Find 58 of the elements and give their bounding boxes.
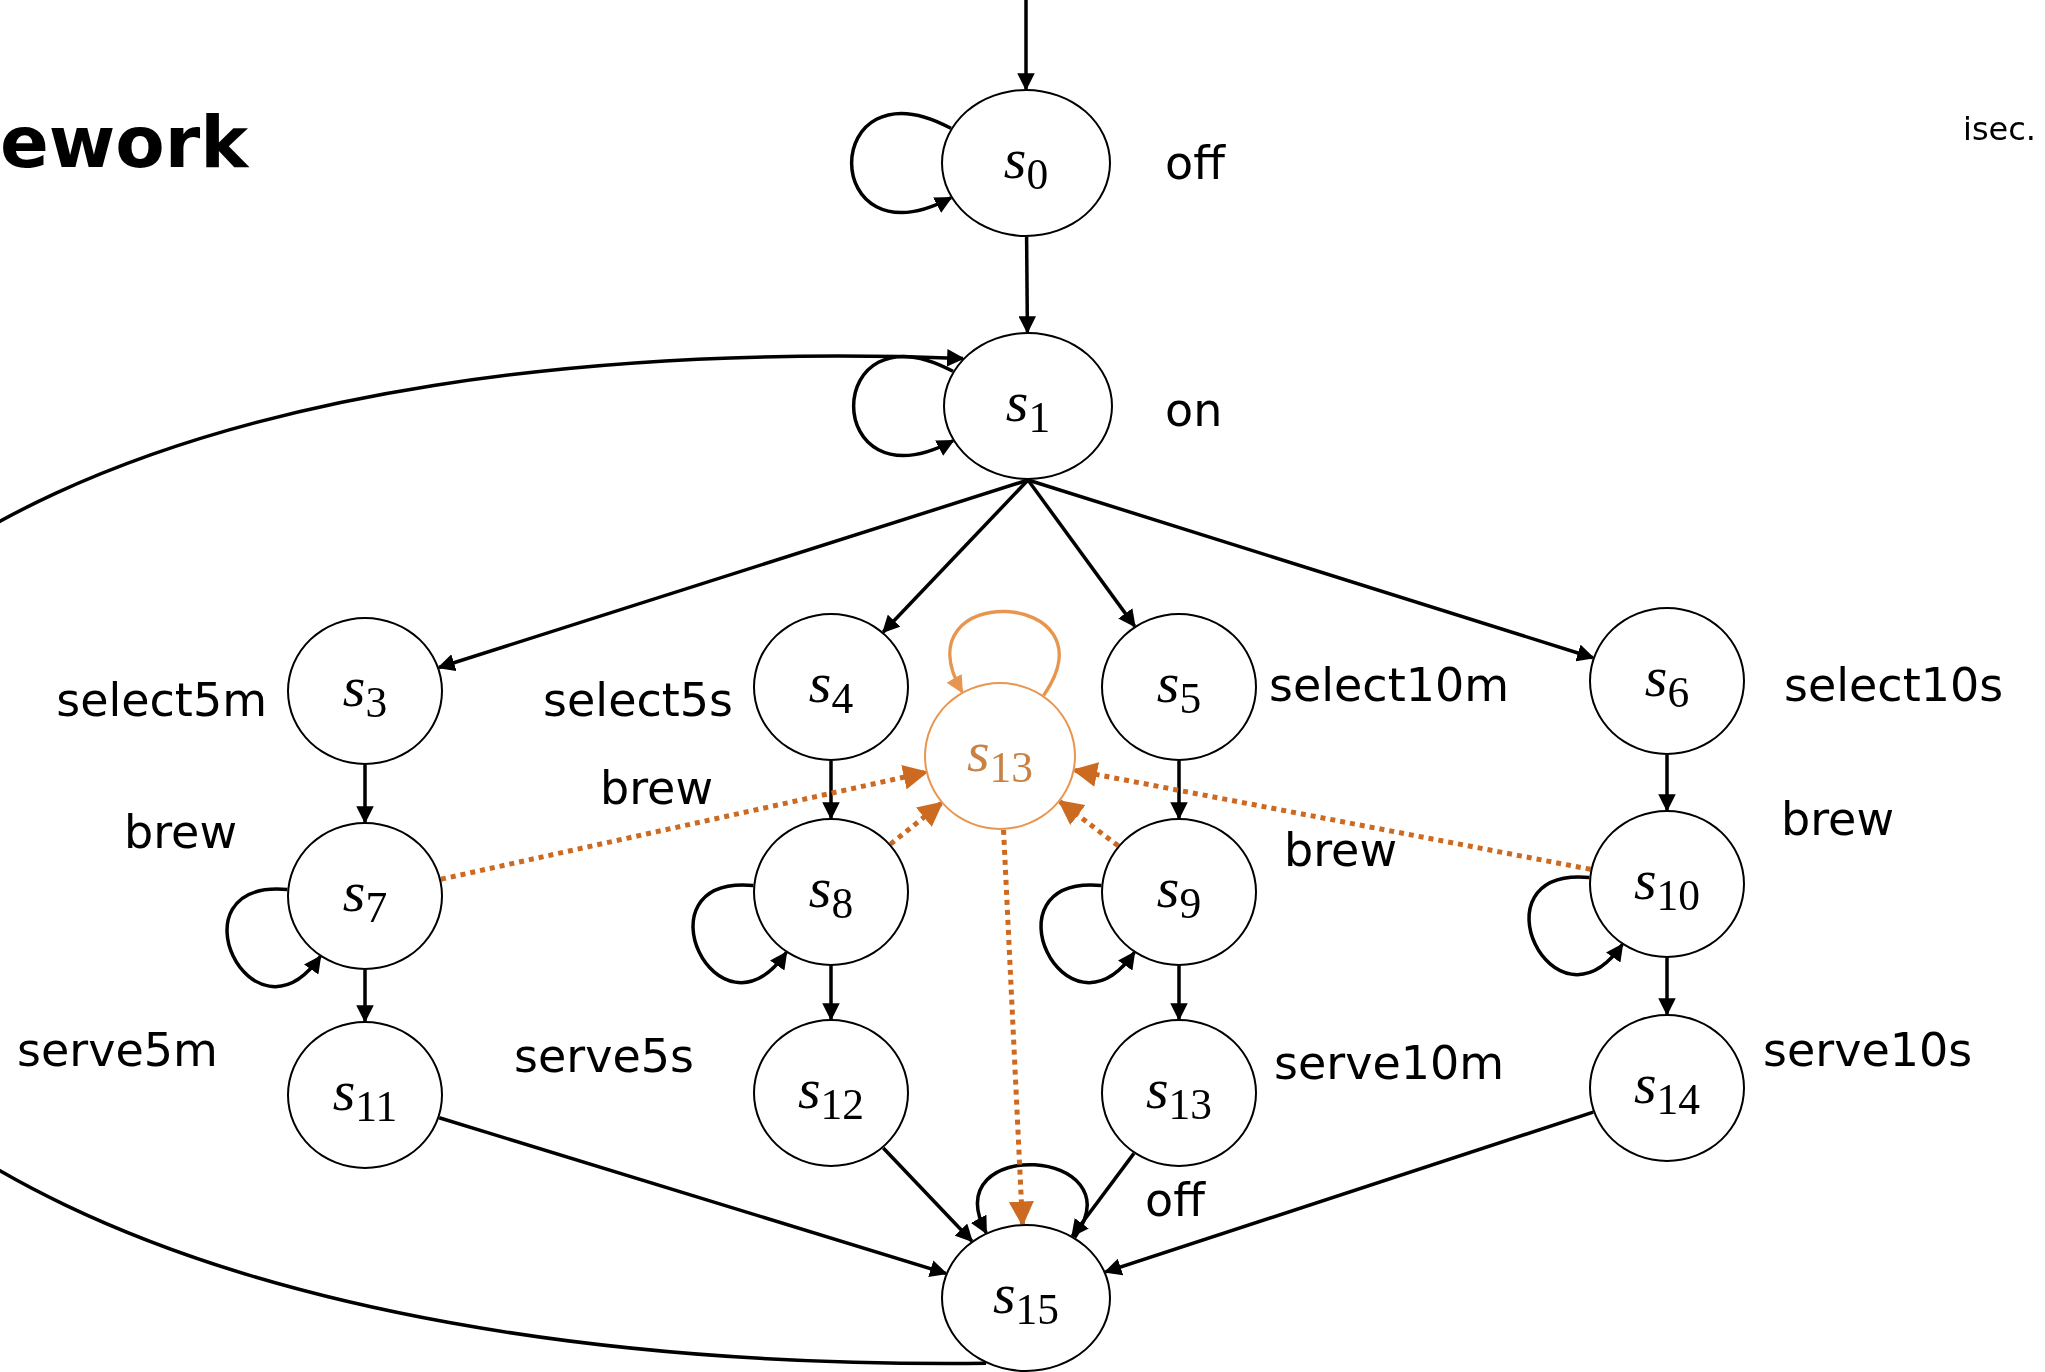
state-name: s$_{5}$ <box>1156 653 1202 721</box>
self-loop-arrow <box>947 609 1061 697</box>
state-name: s$_{3}$ <box>342 657 388 725</box>
arrow <box>1017 0 1035 91</box>
state-name: s$_{10}$ <box>1633 850 1701 918</box>
arrow <box>1170 966 1188 1021</box>
arrow <box>1027 478 1595 662</box>
text-fragment: isec. <box>1963 110 2036 148</box>
proposition-label: on <box>1165 387 1223 433</box>
arrow <box>356 970 374 1023</box>
arrow <box>822 966 840 1021</box>
proposition-label: select5s <box>543 677 733 723</box>
state-name: s$_{13}$ <box>1145 1059 1213 1127</box>
proposition-label: brew <box>1284 827 1398 873</box>
dotted-arrow <box>888 801 944 847</box>
arrow <box>1170 761 1188 820</box>
arrow <box>356 765 374 824</box>
self-loop-arrow <box>972 1163 1089 1239</box>
state-name: s$_{6}$ <box>1644 647 1690 715</box>
self-loop-arrow <box>850 112 953 214</box>
self-loop-arrow <box>225 887 322 988</box>
state-name: s$_{14}$ <box>1633 1054 1701 1122</box>
proposition-label: serve10m <box>1274 1040 1505 1086</box>
state-name: s$_{4}$ <box>808 653 854 721</box>
proposition-label: serve5m <box>17 1027 218 1073</box>
state-name: s$_{7}$ <box>342 862 388 930</box>
state-name: s$_{0}$ <box>1003 129 1049 197</box>
state-name: s$_{9}$ <box>1156 858 1202 926</box>
arrow <box>1658 958 1676 1016</box>
arrow <box>438 1116 948 1278</box>
state-name: s$_{12}$ <box>797 1059 865 1127</box>
proposition-label: serve10s <box>1763 1027 1973 1073</box>
proposition-label: brew <box>1781 796 1895 842</box>
state-name: s$_{1}$ <box>1005 372 1051 440</box>
arrow <box>1658 755 1676 812</box>
arrow <box>822 761 840 820</box>
proposition-label: select10s <box>1784 662 2004 708</box>
self-loop-arrow <box>1527 875 1624 976</box>
self-loop-arrow <box>852 355 955 457</box>
arrow <box>1018 237 1036 334</box>
proposition-label: brew <box>124 809 238 855</box>
dotted-arrow <box>1057 799 1120 848</box>
arrow <box>882 1146 974 1243</box>
proposition-label: off <box>1145 1177 1205 1223</box>
proposition-label: select10m <box>1269 662 1510 708</box>
dotted-arrow <box>1072 762 1592 872</box>
self-loop-arrow <box>691 883 788 984</box>
proposition-label: brew <box>600 765 714 811</box>
proposition-label: off <box>1165 140 1225 186</box>
state-name: s$_{8}$ <box>808 858 854 926</box>
state-name: s$_{11}$ <box>332 1061 398 1129</box>
proposition-label: select5m <box>56 677 267 723</box>
state-name: s$_{13}$ <box>966 722 1034 790</box>
dotted-arrow <box>1001 829 1034 1227</box>
heading-fragment: ework <box>0 100 249 184</box>
proposition-label: serve5s <box>514 1033 694 1079</box>
self-loop-arrow <box>1039 883 1136 984</box>
state-name: s$_{15}$ <box>992 1264 1060 1332</box>
